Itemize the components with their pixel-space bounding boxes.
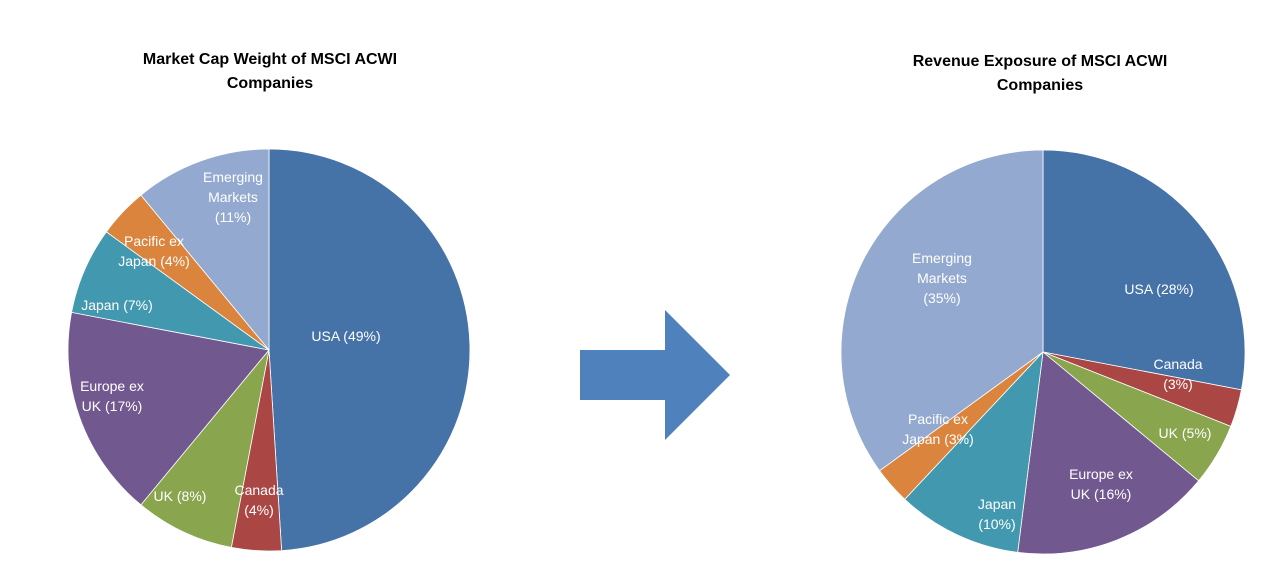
slice-label-line: UK (17%): [82, 398, 143, 414]
slice-label-line: Emerging: [912, 250, 972, 266]
pie-slice: [904, 350, 1044, 553]
slice-label-line: Japan: [978, 496, 1016, 512]
slice-label-line: USA (28%): [1124, 281, 1193, 297]
slice-label-line: (11%): [215, 209, 251, 225]
slice-label-line: UK (8%): [154, 488, 207, 504]
slice-label-line: (35%): [923, 290, 960, 306]
pie-slice: [840, 149, 1044, 472]
slice-label: UK (5%): [1159, 425, 1212, 441]
slice-label-line: UK (16%): [1071, 486, 1132, 502]
pie-slice: [67, 311, 270, 506]
slice-label: USA (28%): [1124, 281, 1193, 297]
slice-label: Japan (10%): [978, 496, 1016, 532]
title-line: Companies: [996, 77, 1084, 94]
slice-label: Pacific ex Japan (3%): [902, 411, 974, 447]
title-line: Revenue Exposure of MSCI ACWI: [912, 53, 1168, 70]
slice-label-line: Canada: [234, 482, 283, 498]
slice-label: Europe ex UK (17%): [80, 378, 144, 414]
slice-label-line: Japan (4%): [118, 253, 190, 269]
pie-slice: [140, 148, 270, 352]
chart-title-revenue-exposure: Revenue Exposure of MSCI ACWI Companies: [830, 50, 1250, 98]
slice-label-line: Europe ex: [80, 378, 144, 394]
slice-label-line: Canada: [1153, 356, 1202, 372]
pie-slice: [1042, 149, 1246, 391]
title-line: Companies: [226, 75, 314, 92]
slice-label: Pacific ex Japan (4%): [118, 233, 190, 269]
slice-label-line: Japan (3%): [902, 431, 974, 447]
slice-label: Japan (7%): [81, 297, 153, 313]
slice-label-line: USA (49%): [311, 328, 380, 344]
slice-label: USA (49%): [311, 328, 380, 344]
right-arrow-icon: [580, 310, 730, 440]
slice-label-line: Pacific ex: [124, 233, 184, 249]
slice-label: Canada (4%): [234, 482, 283, 518]
slice-label-line: Europe ex: [1069, 466, 1133, 482]
pie-slice: [1017, 351, 1200, 555]
slice-label-line: (4%): [244, 502, 274, 518]
slice-label: Europe ex UK (16%): [1069, 466, 1133, 502]
slice-label-line: Markets: [208, 189, 258, 205]
pie-slice: [268, 148, 471, 552]
slice-label-line: Emerging: [203, 169, 263, 185]
slice-label-line: Pacific ex: [908, 411, 968, 427]
slice-label-line: (10%): [978, 516, 1015, 532]
slice-label-line: Markets: [917, 270, 967, 286]
slice-label: UK (8%): [154, 488, 207, 504]
chart-title-market-cap: Market Cap Weight of MSCI ACWI Companies: [60, 48, 480, 96]
slice-label-line: UK (5%): [1159, 425, 1212, 441]
slice-label-line: (3%): [1163, 376, 1193, 392]
title-line: Market Cap Weight of MSCI ACWI: [142, 51, 398, 68]
pie-slice: [140, 349, 270, 548]
slice-label-line: Japan (7%): [81, 297, 153, 313]
slice-label: Canada (3%): [1153, 356, 1202, 392]
